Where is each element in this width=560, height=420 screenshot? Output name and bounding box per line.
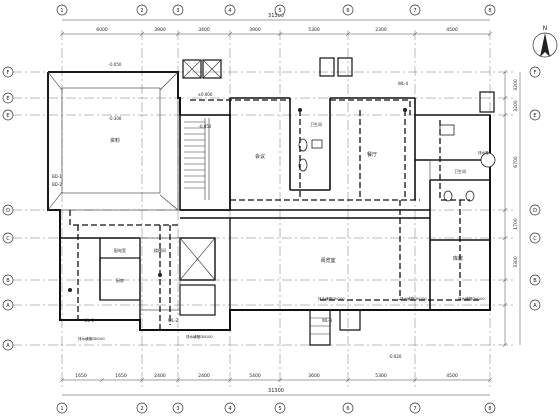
- bottom-dim-7: 5300: [375, 373, 387, 379]
- bottom-dimension-segments: 1650 1650 2400 2400 5400 3600 5300 4500: [75, 373, 458, 379]
- fixture-note-3: 排水横管DN100: [318, 296, 345, 301]
- pipe-tag-1: WL-1: [84, 318, 95, 323]
- pipe-tag-2: WL-2: [168, 318, 179, 323]
- bottom-dim-1: 1650: [75, 373, 87, 379]
- grid-right-4: C: [533, 236, 537, 242]
- room-right-lower-label: 库房: [453, 255, 463, 262]
- grid-bottom-8: 8: [488, 406, 491, 412]
- grid-left-1: F: [7, 70, 10, 76]
- right-dim-2: 3200: [513, 100, 519, 112]
- grid-bottom-2: 2: [140, 406, 143, 412]
- grid-bottom-4: 4: [228, 406, 231, 412]
- grid-bottom-5: 5: [278, 406, 281, 412]
- bottom-dim-5: 5400: [249, 373, 261, 379]
- room-toilet-right-label: 卫生间: [454, 168, 466, 174]
- fixture-note-1: 排水横管DN100: [186, 334, 213, 339]
- top-dim-4: 3900: [249, 27, 261, 33]
- grid-left-8: A: [6, 343, 10, 349]
- bottom-dim-4: 2400: [198, 373, 210, 379]
- level-floor-low: -0.300: [109, 116, 122, 121]
- grid-top-6: 6: [346, 8, 349, 14]
- level-entry: -0.020: [389, 354, 402, 359]
- grid-top-2: 2: [140, 8, 143, 14]
- pipe-tag-3: WL-3: [322, 318, 333, 323]
- right-dim-5: 3300: [513, 256, 519, 268]
- top-dim-7: 4500: [446, 27, 458, 33]
- bottom-dim-6: 3600: [308, 373, 320, 379]
- left-grid-bubbles: F E E D C B A A: [2, 66, 14, 351]
- grid-top-1: 1: [60, 8, 63, 14]
- drain-pipes: [69, 99, 480, 330]
- right-grid-bubbles: F E D C B A: [529, 66, 541, 311]
- fixture-note-5: 排水横管DN100: [458, 296, 485, 301]
- grid-top-8: 8: [488, 8, 491, 14]
- level-floor-main: ±0.000: [198, 92, 213, 97]
- fixture-note-4: 排水横管DN100: [400, 296, 427, 301]
- valve-left-tag: BD-1: [52, 174, 62, 179]
- top-grid-bubbles: 1 2 3 4 5 6 7 8: [56, 4, 496, 16]
- level-roof: -0.050: [109, 62, 122, 67]
- grid-bottom-3: 3: [176, 406, 179, 412]
- tag-right: 排水管: [478, 150, 489, 155]
- pipe-tag-4: WL-4: [398, 81, 409, 86]
- right-dim-3: 6700: [513, 156, 519, 168]
- grid-bottom-1: 1: [60, 406, 63, 412]
- top-dim-5: 5300: [308, 27, 320, 33]
- room-small-kitchen-label: 厨房: [116, 277, 124, 283]
- room-small-left-label: 配电室: [114, 247, 126, 253]
- grid-left-2: E: [6, 96, 9, 102]
- top-dim-3: 3400: [198, 27, 210, 33]
- top-dim-2: 3900: [154, 27, 166, 33]
- grid-left-5: C: [6, 236, 10, 242]
- grid-left-3: E: [6, 113, 9, 119]
- grid-right-6: A: [533, 303, 537, 309]
- valve-left-tag-2: BD-2: [52, 182, 62, 187]
- room-right-upper-label: 餐厅: [367, 151, 377, 158]
- bottom-total-dimension: 31300: [268, 388, 284, 394]
- grid-right-1: F: [534, 70, 537, 76]
- grid-left-4: D: [6, 208, 10, 214]
- grid-left-6: B: [6, 278, 10, 284]
- grid-top-7: 7: [413, 8, 416, 14]
- grid-bottom-6: 6: [346, 406, 349, 412]
- north-label: N: [543, 25, 548, 32]
- room-upper-left-label: 资料: [110, 137, 120, 144]
- room-middle-label: 会议: [255, 153, 265, 160]
- bottom-dim-3: 2400: [154, 373, 166, 379]
- grid-top-3: 3: [176, 8, 179, 14]
- level-stair: -0.050: [199, 124, 212, 129]
- top-dim-6: 2300: [375, 27, 387, 33]
- bottom-dim-2: 1650: [115, 373, 127, 379]
- fixture-note-2: 排水横管DN100: [78, 336, 105, 341]
- room-left-lower-label: 楼梯间: [154, 247, 166, 253]
- right-dim-1: 3200: [513, 79, 519, 91]
- grid-left-7: A: [6, 303, 10, 309]
- grid-right-3: D: [533, 208, 537, 214]
- bottom-dim-8: 4500: [446, 373, 458, 379]
- right-dimension-segments: 3200 3200 6700 1700 3300: [513, 79, 519, 268]
- grid-right-2: E: [533, 113, 536, 119]
- top-dimension-segments: 6000 3900 3400 3900 5300 2300 4500: [96, 27, 458, 33]
- grid-top-5: 5: [278, 8, 281, 14]
- dimension-lines: [59, 19, 521, 396]
- top-total-dimension: 31300: [268, 13, 284, 19]
- sanitary-fixtures: [68, 108, 496, 292]
- right-dim-4: 1700: [513, 218, 519, 230]
- room-washroom-label: 卫生间: [310, 121, 322, 127]
- room-large-center-label: 阅览室: [320, 257, 335, 264]
- grid-bottom-7: 7: [413, 406, 416, 412]
- grid-right-5: B: [533, 278, 537, 284]
- grid-top-4: 4: [228, 8, 231, 14]
- walls: [47, 57, 495, 346]
- bottom-grid-bubbles: 1 2 3 4 5 6 7 8: [56, 402, 496, 414]
- north-arrow: N: [532, 25, 558, 58]
- top-dim-1: 6000: [96, 27, 108, 33]
